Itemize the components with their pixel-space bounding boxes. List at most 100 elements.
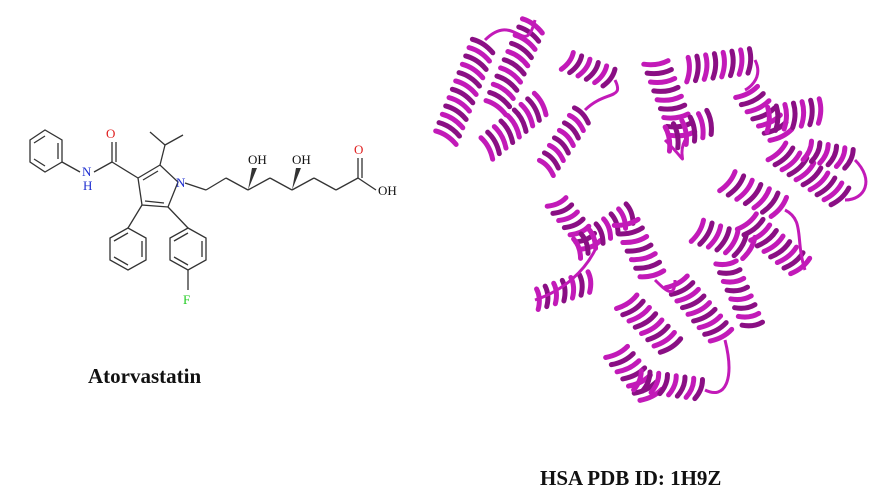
helix-turn — [679, 293, 707, 311]
helix-turn — [764, 104, 772, 135]
helix-turn — [571, 105, 591, 126]
helix-turn — [558, 50, 576, 72]
helix-turn — [745, 46, 754, 76]
coil-segment — [704, 339, 731, 394]
helix-turn — [663, 273, 690, 291]
coil-group — [483, 19, 868, 394]
helix-turn — [815, 96, 824, 126]
helix-turn — [842, 146, 856, 171]
helix-turn — [674, 374, 688, 399]
helix-turn — [600, 66, 618, 89]
helix-turn — [501, 57, 527, 77]
helix-turn — [466, 45, 492, 64]
helix-turn — [697, 220, 715, 247]
helix-turn — [714, 226, 732, 253]
helix-turn — [478, 135, 496, 162]
helix-turn — [632, 311, 659, 330]
helix-turn — [788, 255, 813, 277]
helix-turn — [664, 120, 694, 130]
helix-turn — [566, 112, 586, 134]
helix-turn — [639, 317, 665, 336]
helix-turn — [705, 223, 724, 250]
helix-turn — [768, 194, 790, 219]
helix-turn — [687, 114, 698, 144]
helix-turn — [692, 377, 705, 402]
helix-turn — [439, 111, 466, 131]
helix-turn — [667, 129, 698, 139]
helix-turn — [674, 286, 701, 304]
helix-turn — [828, 185, 852, 208]
helix-turn — [603, 343, 631, 360]
helix-turn — [793, 160, 817, 183]
helix-turn — [456, 70, 482, 89]
coil-segment — [744, 59, 760, 92]
coil-segment — [653, 278, 677, 293]
helix-turn — [551, 280, 559, 307]
helix-turn — [814, 175, 838, 198]
atom-oh-acid: OH — [378, 183, 397, 198]
helix-turn — [807, 97, 815, 128]
helix-turn — [601, 216, 614, 241]
helix-turn — [508, 40, 534, 61]
helix-turn — [531, 90, 549, 118]
helix-turn — [512, 32, 538, 52]
helix-turn — [644, 67, 674, 77]
helix-turn — [505, 49, 531, 69]
helix-turn — [541, 150, 561, 171]
helix-turn — [688, 217, 707, 244]
helix-turn — [774, 244, 799, 266]
helix-turn — [772, 145, 796, 168]
helix-turn — [433, 128, 459, 147]
helix-turn — [616, 225, 645, 237]
helix-turn — [633, 259, 663, 271]
helix-turn — [647, 75, 678, 86]
helix-turn — [685, 300, 712, 317]
helix-turn — [807, 170, 831, 193]
helix-turn — [449, 86, 476, 106]
helix-turn — [648, 370, 662, 395]
helix-turn — [833, 145, 848, 169]
helix-turn — [701, 52, 710, 82]
coil-segment — [844, 158, 868, 202]
helix-turn — [608, 211, 621, 236]
helix-turn — [734, 211, 759, 232]
helix-turn — [586, 226, 599, 251]
helix-turn — [459, 61, 486, 81]
helix-turn — [571, 236, 584, 261]
helix-turn — [641, 58, 671, 68]
helix-turn — [654, 93, 684, 103]
helix-turn — [614, 358, 642, 375]
helix-turn — [790, 100, 798, 131]
helix-turn — [735, 310, 762, 320]
helix-turn — [768, 239, 793, 260]
helix-turn — [561, 120, 581, 141]
helix-turn — [657, 372, 670, 397]
wedge-bond — [292, 168, 301, 190]
helix-turn — [738, 91, 766, 108]
helix-turn — [696, 313, 724, 331]
helix-turn — [719, 49, 727, 80]
helix-turn — [767, 126, 795, 143]
helix-turn — [734, 177, 755, 202]
helix-turn — [754, 228, 779, 249]
helix-turn — [761, 233, 786, 254]
helix-turn — [536, 157, 556, 179]
helix-turn — [469, 36, 496, 56]
helix-turn — [666, 373, 679, 398]
helix-turn — [443, 103, 469, 122]
helix-turn — [546, 142, 566, 164]
helix-turn — [525, 96, 542, 123]
helix-turn — [710, 51, 719, 81]
helix-turn — [736, 47, 745, 77]
helix-turn — [637, 268, 667, 280]
helix-turn — [817, 141, 831, 166]
helix-turn — [732, 302, 758, 311]
helix-turn — [614, 292, 640, 311]
helix-turn — [724, 284, 751, 294]
helix-turn — [556, 209, 580, 224]
helix-turn — [585, 269, 594, 295]
coil-segment — [483, 19, 537, 42]
helix-turn — [713, 258, 739, 268]
helix-turn — [651, 84, 681, 94]
atom-h-amide: H — [83, 178, 92, 193]
